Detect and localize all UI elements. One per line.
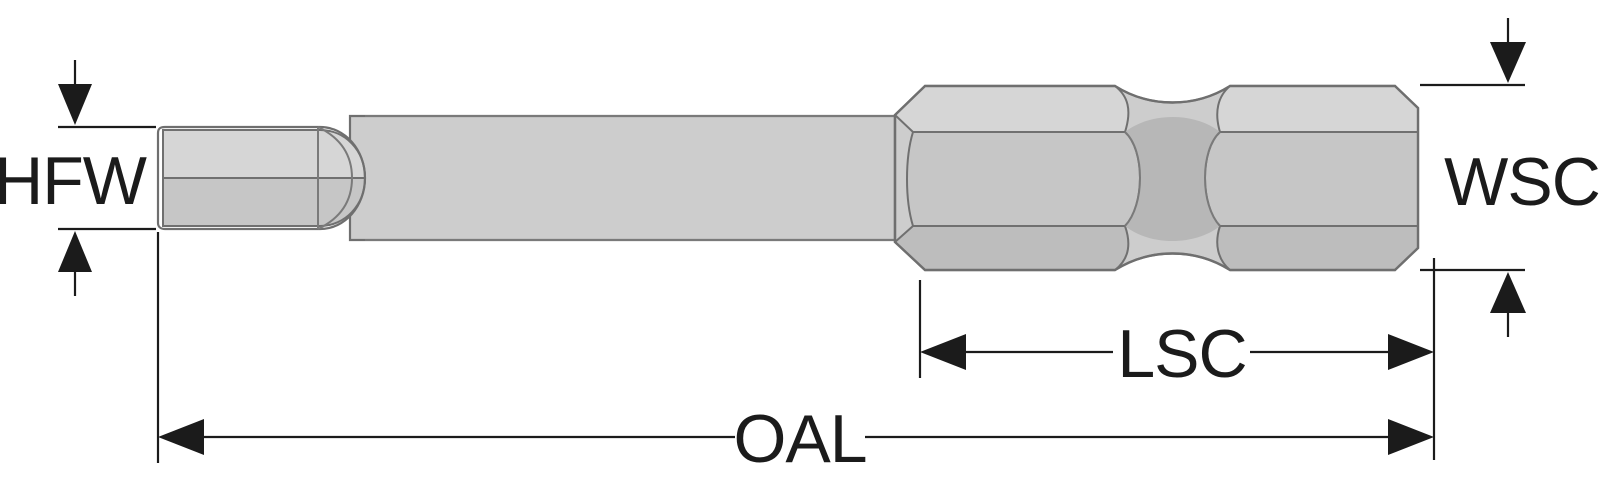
oal-dimension: OAL	[156, 232, 1434, 477]
wsc-bottom-arrow	[1490, 272, 1526, 313]
hfw-label: HFW	[0, 143, 147, 219]
hex-tip	[156, 125, 367, 231]
hex-shank	[893, 84, 1420, 272]
hfw-bottom-arrow	[58, 231, 92, 272]
oal-right-arrow	[1388, 419, 1434, 455]
hfw-top-arrow	[58, 84, 92, 125]
lsc-right-arrow	[1388, 334, 1434, 370]
bit-drawing	[156, 84, 1420, 272]
bit-shaft	[348, 114, 897, 242]
lsc-dimension: LSC	[918, 258, 1436, 460]
oal-left-arrow	[158, 419, 204, 455]
oal-label: OAL	[733, 401, 866, 477]
wsc-top-arrow	[1490, 42, 1526, 83]
wsc-dimension: WSC	[1420, 18, 1600, 337]
hfw-dimension: HFW	[0, 60, 156, 296]
lsc-label: LSC	[1117, 316, 1246, 392]
lsc-left-arrow	[920, 334, 966, 370]
wsc-label: WSC	[1444, 144, 1600, 220]
